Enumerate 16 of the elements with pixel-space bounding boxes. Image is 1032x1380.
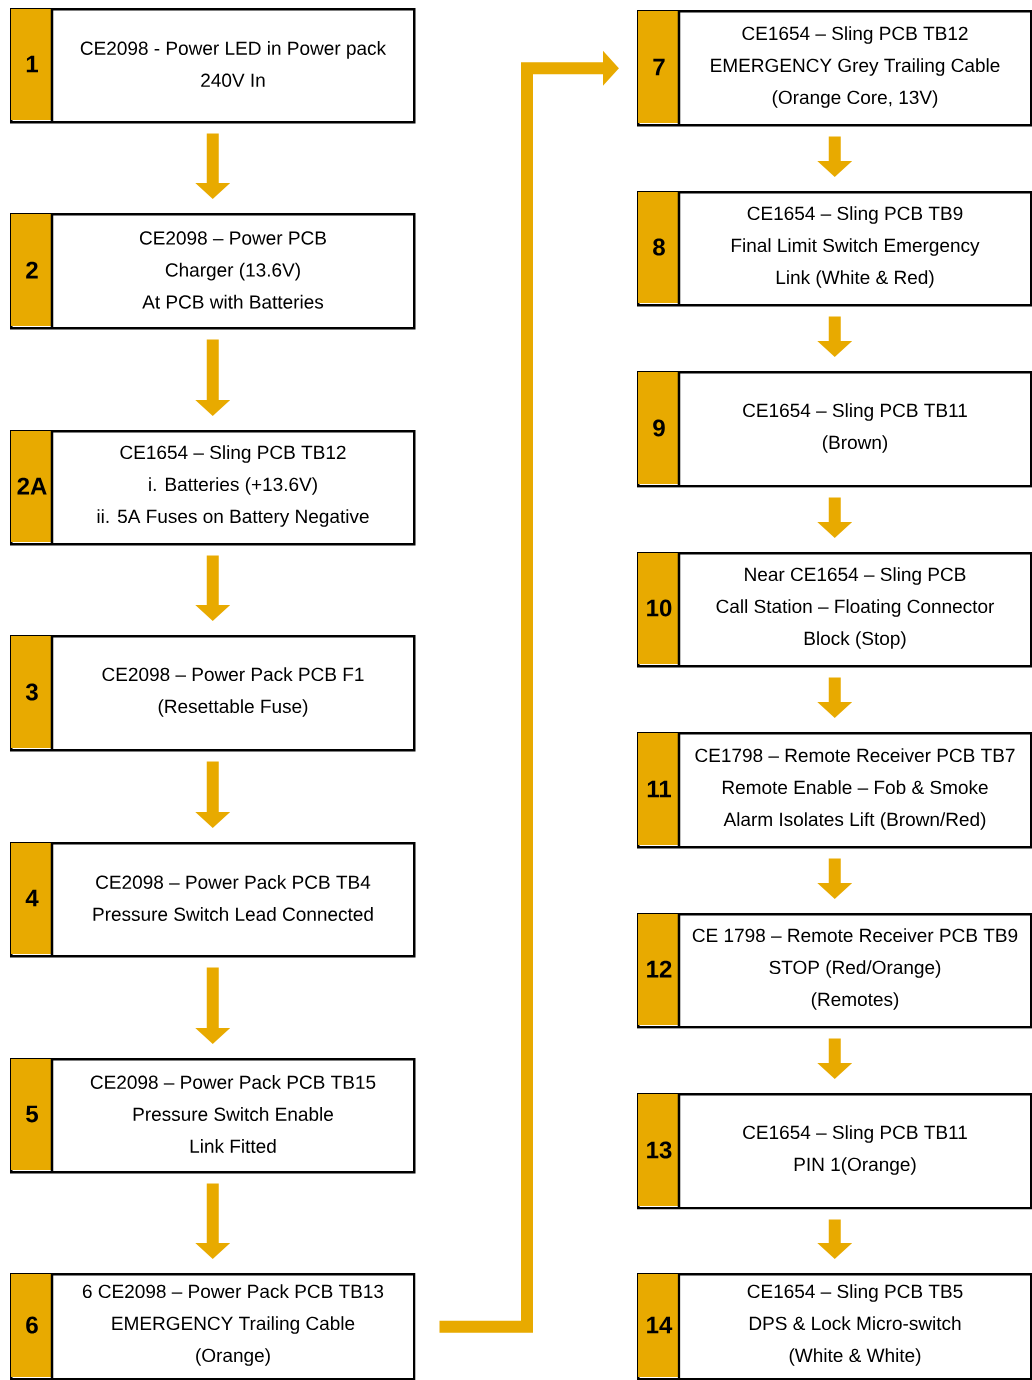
step-box: 5 CE2098 – Power Pack PCB TB15 Pressure Switch Enable Link Fitted	[10, 1058, 416, 1174]
step-box: 6 6 CE2098 – Power Pack PCB TB13 EMERGENCY Trailing Cable (Orange)	[10, 1273, 416, 1380]
step-box: 3 CE2098 – Power Pack PCB F1 (Resettable Fuse)	[10, 635, 416, 752]
arrow	[439, 50, 619, 1333]
step-box: 2 CE2098 – Power PCB Charger (13.6V) At PCB with Batteries	[10, 213, 416, 330]
step-box: 9 CE1654 – Sling PCB TB11 (Brown)	[637, 371, 1032, 488]
step-box: 8 CE1654 – Sling PCB TB9 Final Limit Switch Emergency Link (White & Red)	[637, 191, 1032, 307]
step-box: 11 CE1798 – Remote Receiver PCB TB7 Remote Enable – Fob & Smoke Alarm Isolates Lift (Brown/Red)	[637, 732, 1032, 849]
step-box: 7 CE1654 – Sling PCB TB12 EMERGENCY Grey Trailing Cable (Orange Core, 13V)	[637, 10, 1032, 127]
step-box: 1 CE2098 - Power LED in Power pack 240V In	[10, 8, 416, 124]
step-box: 4 CE2098 – Power Pack PCB TB4 Pressure Switch Lead Connected	[10, 842, 416, 958]
step-box: 14 CE1654 – Sling PCB TB5 DPS & Lock Micro-switch (White & White)	[637, 1273, 1032, 1380]
step-box: 2A CE1654 – Sling PCB TB12 i. Batteries (+13.6V) ii. 5A Fuses on Battery Negative	[10, 430, 416, 546]
step-box: 12 CE 1798 – Remote Receiver PCB TB9 STOP (Red/Orange) (Remotes)	[637, 913, 1032, 1029]
step-box: 13 CE1654 – Sling PCB TB11 PIN 1(Orange)	[637, 1093, 1032, 1210]
step-box: 10 Near CE1654 – Sling PCB Call Station – Floating Connector Block (Stop)	[637, 552, 1032, 668]
